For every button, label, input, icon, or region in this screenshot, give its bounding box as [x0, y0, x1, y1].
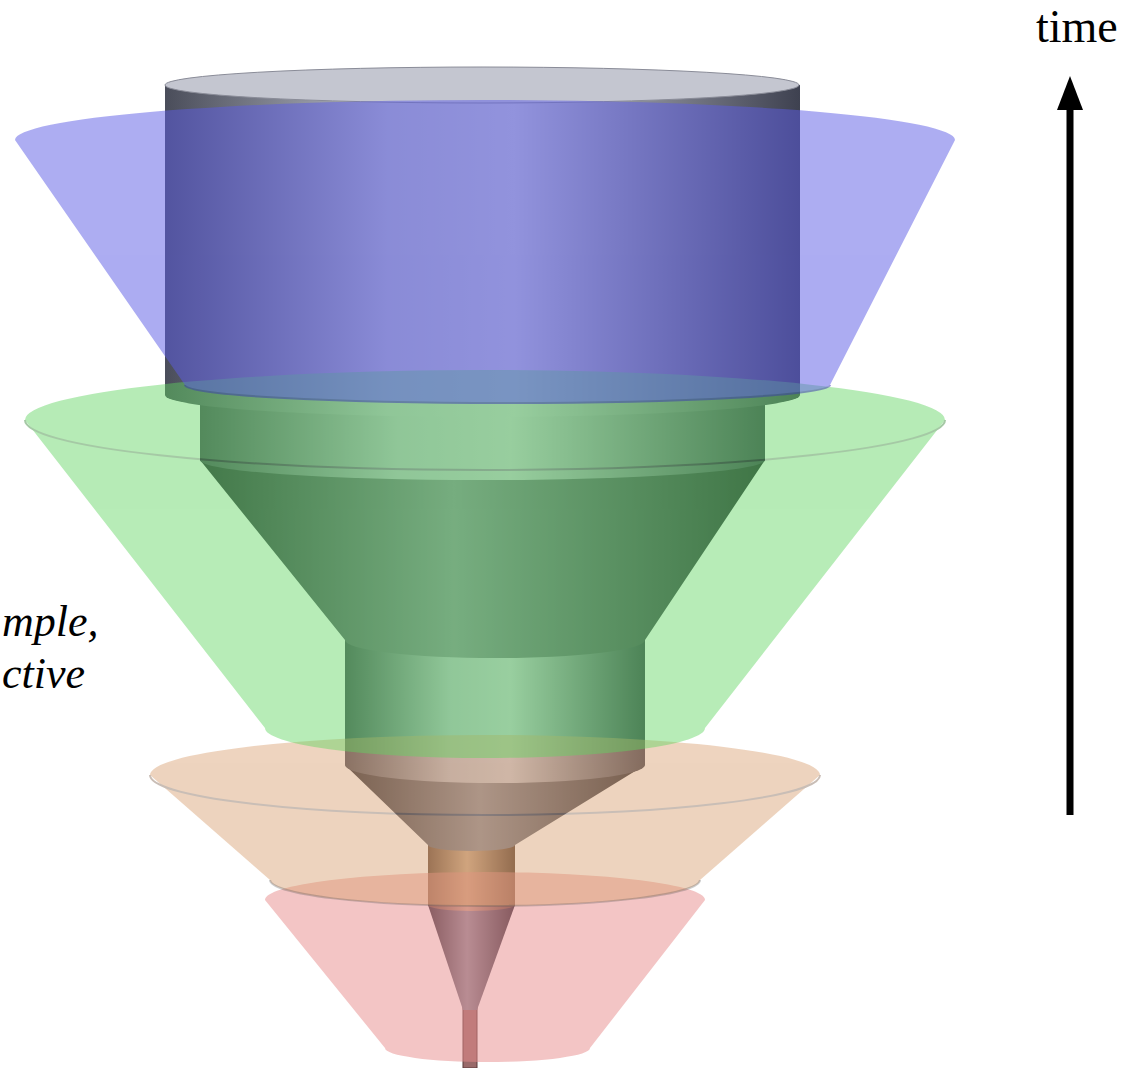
time-arrow: [1057, 76, 1083, 815]
cropped-text: ctive: [2, 650, 85, 698]
grey-overlay: [270, 880, 700, 906]
axis-label: time: [1036, 2, 1118, 53]
orange-frustum: [150, 735, 820, 906]
blue-frustum: [15, 100, 955, 403]
cropped-text: mple,: [2, 598, 99, 646]
green-frustum: [25, 370, 945, 758]
